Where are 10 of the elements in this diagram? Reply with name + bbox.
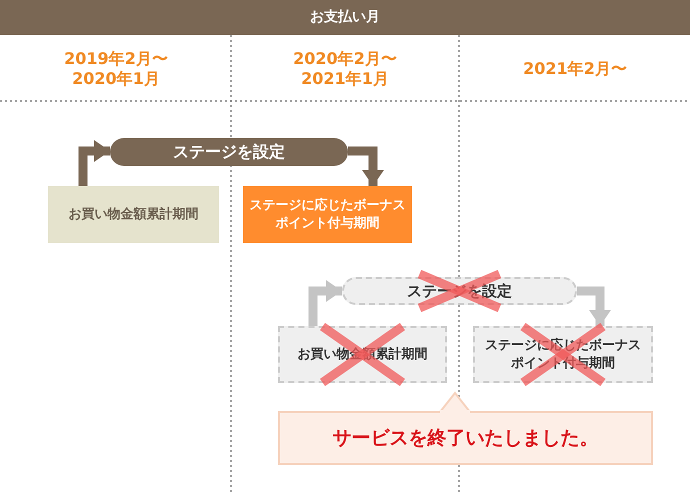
bonus-box: ステージに応じたボーナスポイント付与期間 (243, 186, 412, 243)
column-heading: 2019年2月〜2020年1月 (30, 44, 202, 94)
column-heading: 2020年2月〜2021年1月 (259, 44, 431, 94)
period-box: お買い物金額累計期間 (48, 186, 219, 243)
bent-arrow (308, 280, 342, 326)
column-heading: 2021年2月〜 (489, 44, 661, 94)
bent-arrow (348, 146, 384, 186)
stage-pill: ステージを設定 (110, 138, 348, 166)
bent-arrow (577, 286, 611, 326)
header-band: お支払い月 (0, 0, 690, 35)
